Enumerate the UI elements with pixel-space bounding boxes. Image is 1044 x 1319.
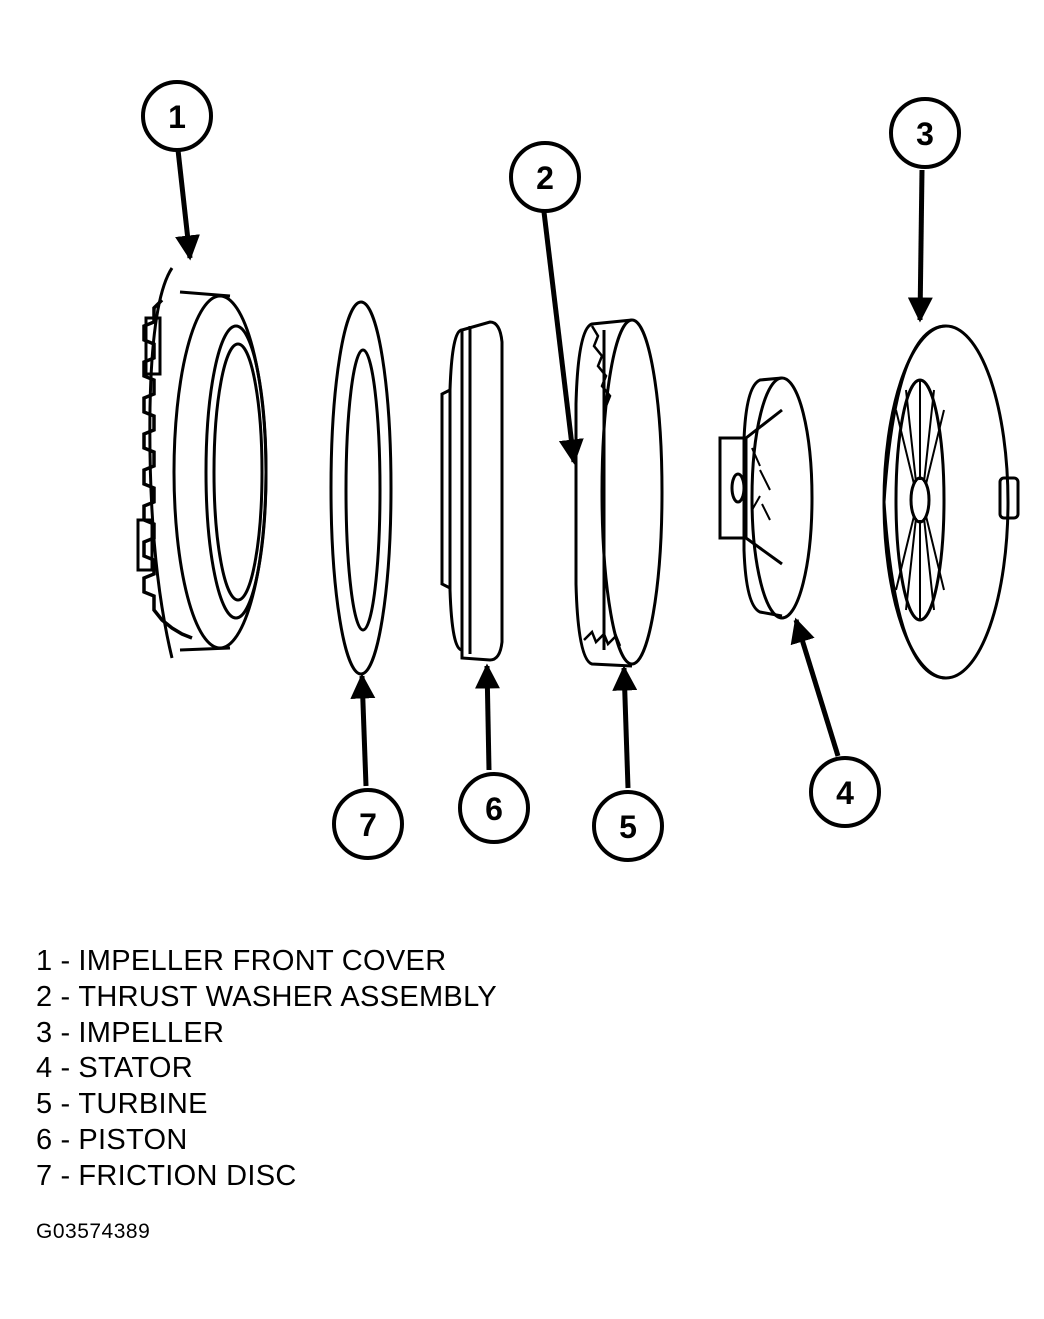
callout-7: 7 [332, 788, 404, 860]
callout-7-label: 7 [359, 807, 377, 843]
part-impeller [882, 324, 1020, 680]
callout-5: 5 [592, 790, 664, 862]
callout-1: 1 [141, 80, 213, 152]
part-impeller-front-cover [136, 267, 268, 659]
part-turbine [574, 318, 664, 668]
callout-3: 3 [889, 97, 961, 169]
legend-item: 1-IMPELLER FRONT COVER [36, 945, 447, 977]
callout-4: 4 [809, 756, 881, 828]
exploded-torque-converter-diagram: 1 2 3 4 5 6 7 [136, 80, 1020, 862]
arrow-4 [790, 617, 841, 757]
callout-1-label: 1 [168, 99, 186, 135]
legend-item: 2-THRUST WASHER ASSEMBLY [36, 980, 497, 1013]
legend-item: 3-IMPELLER [36, 1016, 225, 1049]
arrow-2 [541, 211, 584, 465]
leader-arrows [175, 149, 933, 789]
parts-legend: 1-IMPELLER FRONT COVER 2-THRUST WASHER A… [36, 944, 497, 1195]
callout-3-label: 3 [916, 116, 934, 152]
arrow-5 [612, 665, 638, 789]
callout-2: 2 [509, 141, 581, 213]
callout-2-label: 2 [536, 160, 554, 196]
arrow-3 [907, 169, 933, 323]
callout-6: 6 [458, 772, 530, 844]
legend-item: 7-FRICTION DISC [36, 1159, 297, 1192]
callout-6-label: 6 [485, 791, 503, 827]
arrow-7 [350, 673, 376, 787]
legend-item: 6-PISTON [36, 1123, 188, 1156]
legend-item: 4-STATOR [36, 1052, 193, 1085]
arrow-1 [175, 149, 200, 261]
part-stator [718, 376, 814, 620]
figure-id: G03574389 [36, 1220, 151, 1243]
arrow-6 [474, 663, 500, 771]
part-friction-disc [329, 300, 393, 676]
callout-5-label: 5 [619, 809, 637, 845]
callout-4-label: 4 [836, 775, 854, 811]
legend-item: 5-TURBINE [36, 1088, 208, 1121]
part-piston [440, 320, 504, 662]
